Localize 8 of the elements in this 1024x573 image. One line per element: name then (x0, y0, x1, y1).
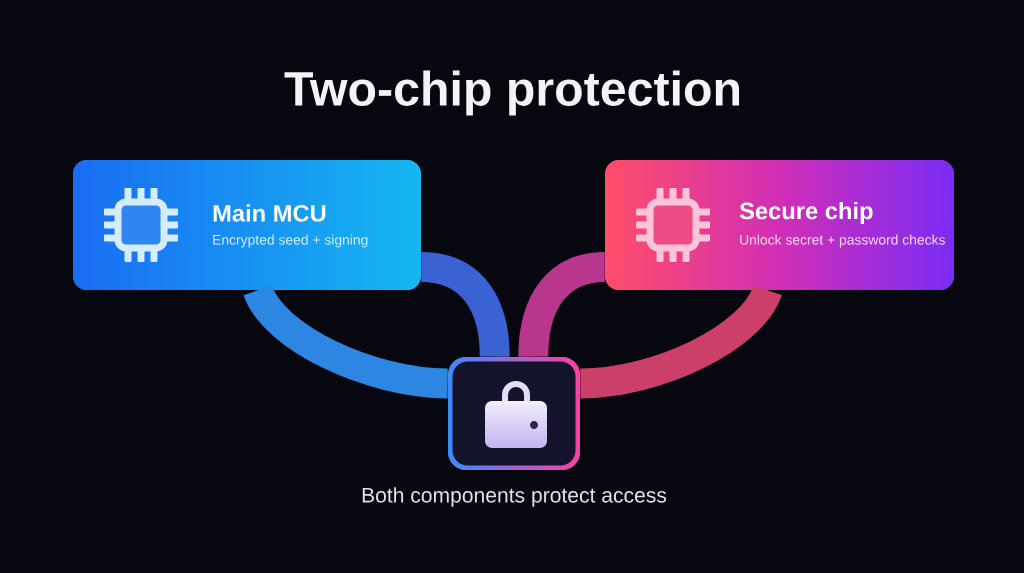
card-title: Main MCU (213, 204, 326, 222)
card-title: Secure chip (739, 201, 873, 225)
node-label: Both components protect access (362, 487, 667, 507)
chip-card (73, 160, 421, 290)
card-subtitle: Encrypted seed + signing (213, 234, 368, 248)
title: Two-chip protection (284, 70, 740, 116)
chip-card (605, 160, 954, 290)
card-subtitle: Unlock secret + password checks (740, 234, 945, 248)
